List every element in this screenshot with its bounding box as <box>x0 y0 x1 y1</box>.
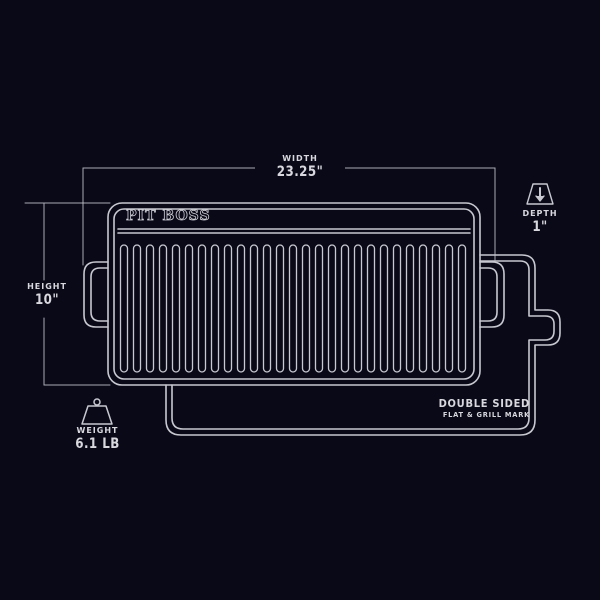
grill-groove <box>418 244 428 373</box>
grill-groove <box>262 244 272 373</box>
grill-groove <box>197 244 207 373</box>
grill-grooves <box>119 244 467 373</box>
grill-groove <box>366 244 376 373</box>
grill-groove <box>301 244 311 373</box>
width-value: 23.25" <box>276 164 324 180</box>
grill-groove <box>158 244 168 373</box>
grill-groove <box>132 244 142 373</box>
grill-groove <box>457 244 467 373</box>
grill-groove <box>184 244 194 373</box>
grill-groove <box>353 244 363 373</box>
grill-groove <box>431 244 441 373</box>
grill-groove <box>314 244 324 373</box>
brand-logo: PIT BOSS <box>126 208 211 225</box>
grill-groove <box>379 244 389 373</box>
grill-groove <box>444 244 454 373</box>
grill-groove <box>236 244 246 373</box>
height-label: HEIGHT 10" <box>22 283 72 307</box>
double-sided-label: DOUBLE SIDED FLAT & GRILL MARK <box>420 398 530 419</box>
height-value: 10" <box>34 292 60 308</box>
grill-groove <box>145 244 155 373</box>
depth-label: DEPTH 1" <box>520 209 560 235</box>
grill-groove <box>223 244 233 373</box>
grill-groove <box>392 244 402 373</box>
weight-value: 6.1 LB <box>75 436 120 452</box>
depth-arrow-icon <box>526 183 554 205</box>
weight-label: WEIGHT 6.1 LB <box>70 426 125 452</box>
griddle-back-plate <box>165 254 561 436</box>
depth-value: 1" <box>532 219 548 235</box>
grill-groove <box>340 244 350 373</box>
weight-caption: WEIGHT <box>76 426 119 435</box>
grill-groove <box>210 244 220 373</box>
width-label: WIDTH 23.25" <box>255 155 345 179</box>
height-dimension-line <box>24 202 111 386</box>
grill-groove <box>327 244 337 373</box>
feature-title: DOUBLE SIDED <box>438 397 530 410</box>
height-caption: HEIGHT <box>27 282 67 291</box>
width-dimension-line <box>82 167 496 266</box>
grill-groove <box>249 244 259 373</box>
grill-groove <box>405 244 415 373</box>
grill-groove <box>288 244 298 373</box>
grill-groove <box>119 244 129 373</box>
depth-caption: DEPTH <box>522 209 558 218</box>
weight-icon <box>81 398 113 425</box>
grill-groove <box>275 244 285 373</box>
grill-groove <box>171 244 181 373</box>
griddle-front-plate <box>83 202 505 386</box>
feature-subtitle: FLAT & GRILL MARK <box>442 411 530 419</box>
width-caption: WIDTH <box>282 154 318 163</box>
